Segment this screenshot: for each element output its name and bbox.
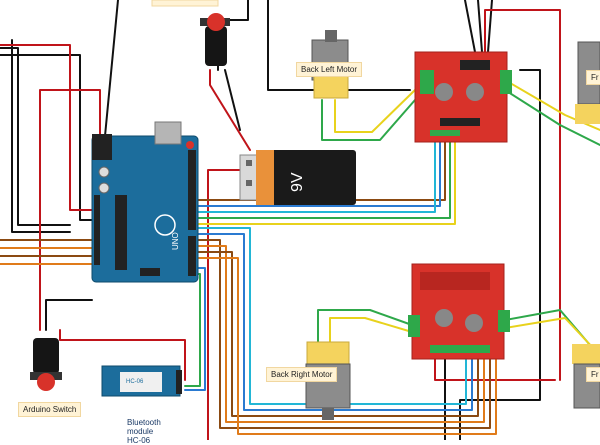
- wire-yellow-motor-tl: [334, 89, 416, 133]
- wire-brown-bus-1: [197, 239, 491, 429]
- wire-red-switch: [209, 69, 251, 151]
- wire-black-arduino-top: [104, 0, 119, 137]
- label-bluetooth-line2: module: [127, 427, 154, 436]
- wire-yellow-motor-tr: [504, 79, 600, 131]
- top-label-stub: [151, 0, 219, 7]
- label-bluetooth: Bluetooth module HC-06: [127, 418, 161, 445]
- wire-yellow-top-driver: [197, 139, 456, 225]
- wire-green-motor-br: [504, 309, 591, 346]
- wire-red-top-right: [484, 9, 561, 381]
- wire-cyan-top-driver: [197, 139, 436, 213]
- wire-green-motor-bl: [317, 309, 413, 346]
- battery-9v: 9V: [239, 150, 356, 205]
- wire-red-lower: [434, 357, 556, 381]
- wire-black-top-2: [11, 39, 71, 233]
- wire-cyan-bottom: [197, 227, 467, 405]
- arduino-uno-board: UNO: [91, 121, 199, 283]
- motor-front-left-partial: [572, 344, 600, 409]
- label-bluetooth-line1: Bluetooth: [127, 418, 161, 427]
- arduino-switch: [30, 338, 62, 391]
- bt-chip-text: HC-06: [126, 379, 144, 385]
- wire-red-bt: [59, 329, 186, 381]
- wire-red-battery: [207, 169, 246, 440]
- wire-black-right: [267, 0, 411, 91]
- wire-orange-bus-1: [197, 245, 485, 423]
- wire-blue-top-driver: [197, 139, 441, 207]
- wire-brown-bus-2: [197, 251, 479, 417]
- wire-black-driver-top2: [477, 0, 483, 53]
- label-back-left-motor: Back Left Motor: [296, 62, 363, 77]
- wire-black-left: [0, 54, 93, 221]
- wire-red-arduino-top: [39, 89, 101, 331]
- wire-yellow-motor-bl: [329, 317, 413, 346]
- wire-yellow-motor-br: [504, 317, 596, 351]
- wire-black-driver-top: [464, 0, 476, 53]
- bluetooth-module: HC-06: [101, 365, 182, 397]
- label-arduino-switch: Arduino Switch: [18, 402, 82, 417]
- wire-black-top-1: [0, 47, 71, 226]
- wire-black-driver-top3: [487, 0, 493, 53]
- wire-green-motor-tr: [504, 89, 600, 146]
- wire-red-left-1: [0, 44, 93, 211]
- wire-green-bt: [184, 273, 201, 387]
- wire-black-switch-bottom: [45, 299, 93, 331]
- label-front-right-partial: Fr: [586, 70, 600, 85]
- power-switch-top: [200, 13, 230, 66]
- battery-voltage-text: 9V: [289, 172, 306, 192]
- label-back-right-motor: Back Right Motor: [266, 367, 338, 382]
- wire-black-right-down: [459, 69, 541, 440]
- wire-green-top-driver: [197, 139, 451, 219]
- wire-blue-bt: [184, 267, 206, 391]
- wire-blue-bottom: [197, 233, 473, 411]
- motor-driver-top: [414, 51, 512, 143]
- wire-green-motor-tl: [321, 99, 416, 141]
- label-bluetooth-line3: HC-06: [127, 436, 151, 445]
- arduino-logo-text: UNO: [171, 232, 180, 250]
- wire-black-switch-2: [224, 69, 241, 131]
- motor-driver-bottom: [408, 263, 510, 360]
- label-front-left-partial: Fr: [586, 367, 600, 382]
- wire-orange-bus-2: [197, 257, 497, 435]
